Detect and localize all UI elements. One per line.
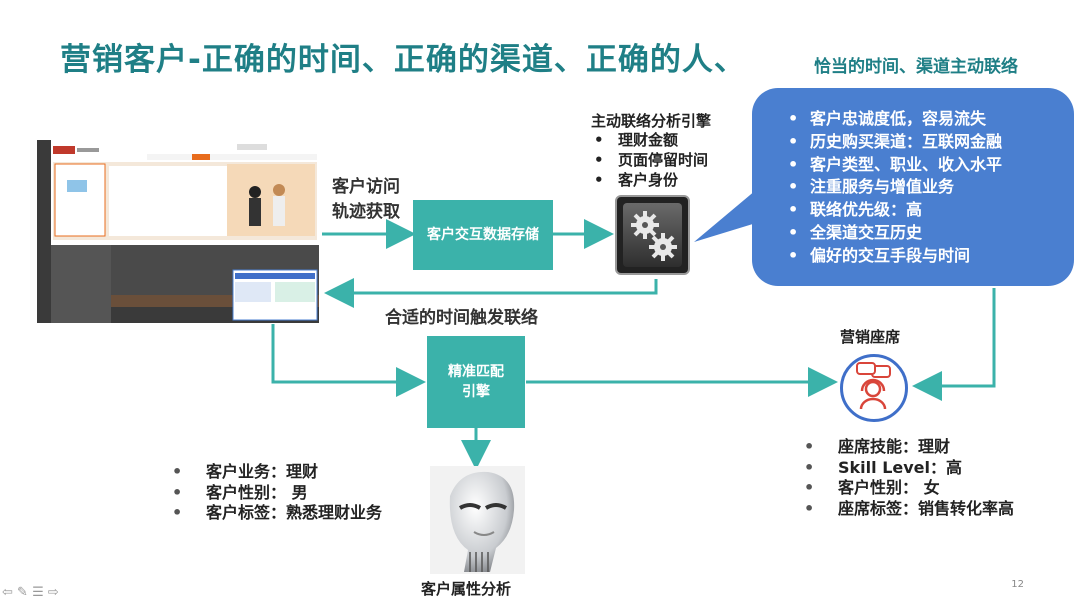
website-image [37, 140, 319, 323]
arrow-bubble-to-agent [912, 288, 996, 401]
slide-number: 12 [1011, 579, 1024, 590]
list-item: 客户性别： 男 [172, 483, 382, 504]
list-item: 全渠道交互历史 [788, 222, 1002, 245]
slide-subtitle: 恰当的时间、渠道主动联络 [814, 57, 1018, 77]
slide-nav: ⇦ ✎ ☰ ⇨ [2, 585, 59, 600]
profile-label: 客户属性分析 [421, 580, 512, 598]
list-item: 座席标签：销售转化率高 [804, 499, 1014, 520]
match-engine-line2: 引擎 [462, 384, 490, 400]
agent-label: 营销座席 [840, 328, 901, 346]
pen-icon[interactable]: ✎ [17, 585, 28, 600]
list-item: 页面停留时间 [594, 150, 708, 170]
list-item: 客户业务：理财 [172, 462, 382, 483]
engine-gear-box [615, 195, 690, 275]
visit-label-line1: 客户访问 [332, 177, 400, 197]
list-item: 理财金额 [594, 130, 708, 150]
agent-list: 座席技能：理财 Skill Level：高 客户性别： 女 座席标签：销售转化率… [804, 437, 1014, 519]
list-item: 客户忠诚度低，容易流失 [788, 108, 1002, 131]
website-screenshot [37, 140, 319, 323]
gear-panel [623, 203, 682, 267]
gears-icon [631, 211, 677, 261]
list-item: 客户类型、职业、收入水平 [788, 154, 1002, 177]
match-engine-line1: 精准匹配 [448, 364, 504, 380]
list-item: 联络优先级：高 [788, 199, 1002, 222]
storage-box: 客户交互数据存储 [413, 200, 553, 270]
list-item: 客户性别： 女 [804, 478, 1014, 499]
engine-title: 主动联络分析引擎 [591, 112, 712, 130]
robot-head-image [430, 466, 525, 574]
agent-headset-icon [856, 362, 891, 410]
next-arrow-icon[interactable]: ⇨ [47, 585, 59, 600]
list-item: 历史购买渠道：互联网金融 [788, 131, 1002, 154]
visit-label-line2: 轨迹获取 [332, 202, 400, 222]
insight-list: 客户忠诚度低，容易流失 历史购买渠道：互联网金融 客户类型、职业、收入水平 注重… [788, 108, 1002, 268]
customer-list: 客户业务：理财 客户性别： 男 客户标签：熟悉理财业务 [172, 462, 382, 524]
arrow-engine-to-site [324, 278, 658, 308]
agent-icon-circle [840, 354, 908, 422]
list-item: 座席技能：理财 [804, 437, 1014, 458]
match-engine-box: 精准匹配 引擎 [427, 336, 525, 428]
list-item: 注重服务与增值业务 [788, 176, 1002, 199]
menu-icon[interactable]: ☰ [32, 585, 44, 600]
list-item: Skill Level：高 [804, 458, 1014, 479]
arrow-site-to-match [271, 324, 426, 397]
visit-label: 客户访问 轨迹获取 [332, 172, 400, 222]
list-item: 客户标签：熟悉理财业务 [172, 503, 382, 524]
bubble-tail [694, 190, 766, 242]
engine-list: 理财金额 页面停留时间 客户身份 [594, 130, 708, 190]
list-item: 客户身份 [594, 170, 708, 190]
list-item: 偏好的交互手段与时间 [788, 245, 1002, 268]
trigger-label: 合适的时间触发联络 [385, 308, 538, 328]
slide-title: 营销客户-正确的时间、正确的渠道、正确的人、 [60, 42, 746, 78]
prev-arrow-icon[interactable]: ⇦ [2, 585, 13, 600]
